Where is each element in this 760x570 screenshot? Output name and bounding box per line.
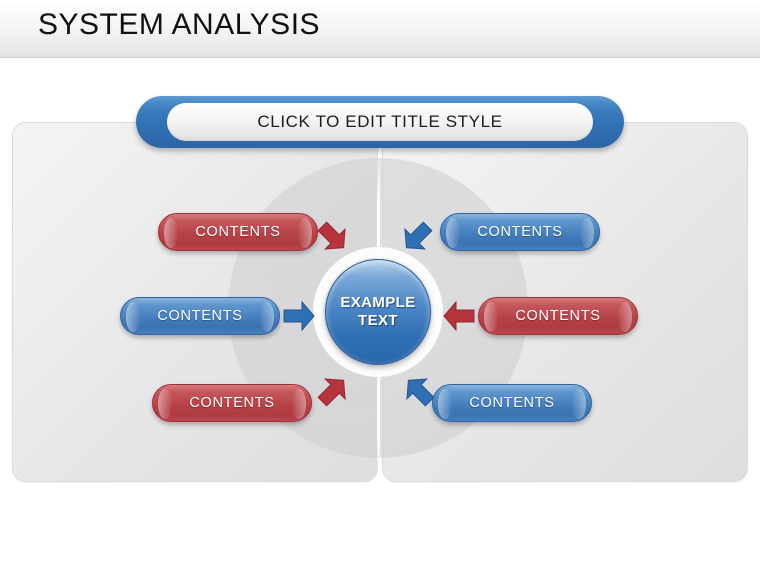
- node-middle-left[interactable]: CONTENTS: [120, 297, 280, 335]
- title-banner[interactable]: CLICK TO EDIT TITLE STYLE: [136, 96, 624, 148]
- node-label: CONTENTS: [195, 224, 281, 240]
- page-title: SYSTEM ANALYSIS: [38, 8, 321, 41]
- node-label: CONTENTS: [469, 395, 555, 411]
- node-label: CONTENTS: [189, 395, 275, 411]
- arrow-down-right-icon: [309, 213, 357, 261]
- node-top-left[interactable]: CONTENTS: [158, 213, 318, 251]
- center-node-label-line2: TEXT: [358, 312, 398, 329]
- center-node-label-line1: EXAMPLE: [340, 294, 416, 312]
- arrow-left-icon: [442, 299, 476, 333]
- node-label: CONTENTS: [157, 308, 243, 324]
- center-node[interactable]: EXAMPLE TEXT: [325, 259, 431, 365]
- arrow-right-icon: [282, 299, 316, 333]
- node-bottom-left[interactable]: CONTENTS: [152, 384, 312, 422]
- title-banner-inner[interactable]: CLICK TO EDIT TITLE STYLE: [167, 103, 593, 141]
- arrow-up-left-icon: [395, 367, 443, 415]
- arrow-down-left-icon: [393, 213, 441, 261]
- slide-canvas: CLICK TO EDIT TITLE STYLE EXAMPLE TEXT C…: [0, 58, 760, 570]
- header-bar: SYSTEM ANALYSIS: [0, 0, 760, 58]
- arrow-up-right-icon: [309, 367, 357, 415]
- node-label: CONTENTS: [477, 224, 563, 240]
- node-label: CONTENTS: [515, 308, 601, 324]
- title-banner-text: CLICK TO EDIT TITLE STYLE: [257, 112, 503, 131]
- node-top-right[interactable]: CONTENTS: [440, 213, 600, 251]
- node-middle-right[interactable]: CONTENTS: [478, 297, 638, 335]
- node-bottom-right[interactable]: CONTENTS: [432, 384, 592, 422]
